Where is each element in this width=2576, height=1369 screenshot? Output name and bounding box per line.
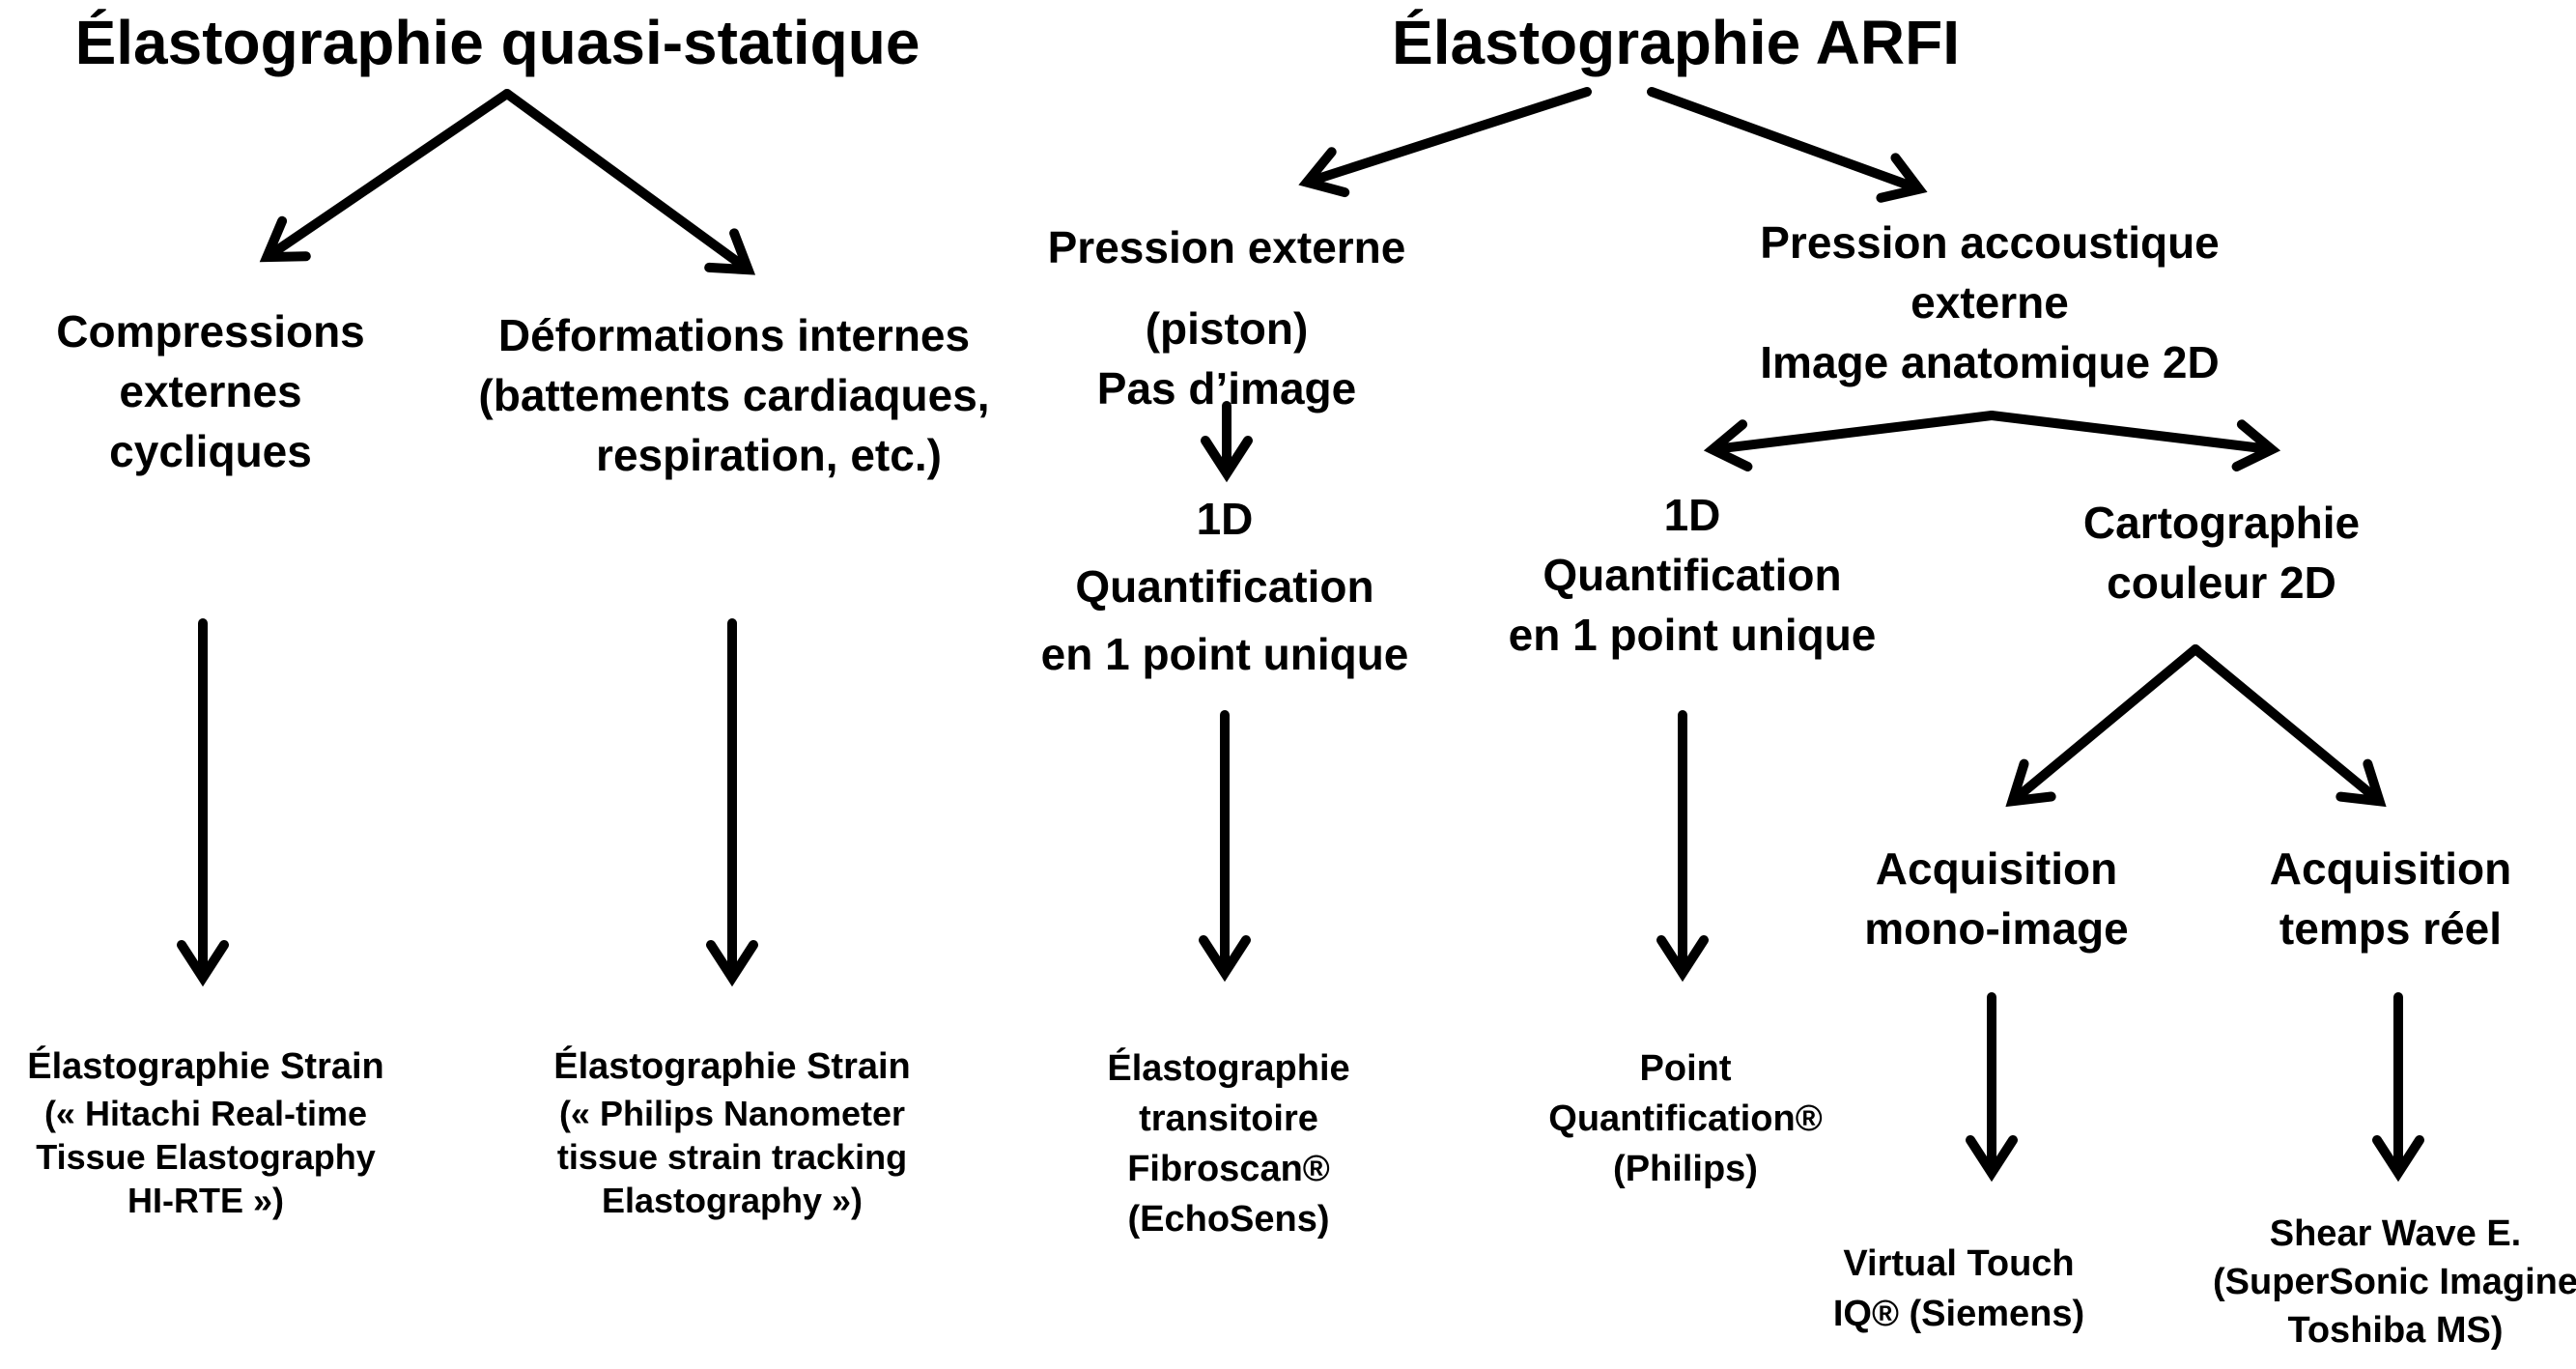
arrow-to-deformations bbox=[502, 89, 756, 275]
node-pression-externe: Pression externe (piston) Pas d’image bbox=[1047, 222, 1406, 414]
arrow-to-pression-acoustique bbox=[1647, 87, 1928, 203]
leaf-strain-philips: Élastographie Strain (« Philips Nanomete… bbox=[553, 1046, 911, 1220]
title-arfi: Élastographie ARFI bbox=[1392, 8, 1960, 77]
node-acq-mono: Acquisition mono-image bbox=[1864, 843, 2129, 954]
node-compressions: Compressions externes cycliques bbox=[56, 306, 365, 476]
leaf-strain-hitachi: Élastographie Strain (« Hitachi Real-tim… bbox=[27, 1046, 384, 1220]
node-cartographie: Cartographie couleur 2D bbox=[2082, 498, 2361, 608]
leaf-virtual-touch: Virtual Touch IQ® (Siemens) bbox=[1832, 1243, 2085, 1334]
leaf-point-quant: Point Quantification® (Philips) bbox=[1548, 1048, 1823, 1189]
arrow-to-pression-externe bbox=[1298, 87, 1592, 198]
arrow-to-compressions bbox=[259, 89, 512, 263]
node-deformations: Déformations internes (battements cardia… bbox=[478, 310, 990, 480]
node-1d-right: 1D Quantification en 1 point unique bbox=[1508, 490, 1877, 660]
leaf-shear-wave: Shear Wave E. (SuperSonic Imagine Toshib… bbox=[2213, 1213, 2576, 1351]
node-1d-left: 1D Quantification en 1 point unique bbox=[1040, 494, 1409, 679]
node-acq-temps-reel: Acquisition temps réel bbox=[2269, 843, 2512, 954]
arrow-to-acq-mono bbox=[2005, 644, 2200, 808]
arrow-to-1d-right bbox=[1703, 411, 1996, 471]
arrow-to-acq-temps-reel bbox=[2191, 644, 2387, 808]
arrow-to-cartographie bbox=[1987, 411, 2281, 471]
node-pression-acoustique: Pression accoustique externe Image anato… bbox=[1760, 217, 2220, 387]
title-quasi-statique: Élastographie quasi-statique bbox=[74, 8, 920, 77]
leaf-fibroscan: Élastographie transitoire Fibroscan® (Ec… bbox=[1107, 1048, 1350, 1240]
